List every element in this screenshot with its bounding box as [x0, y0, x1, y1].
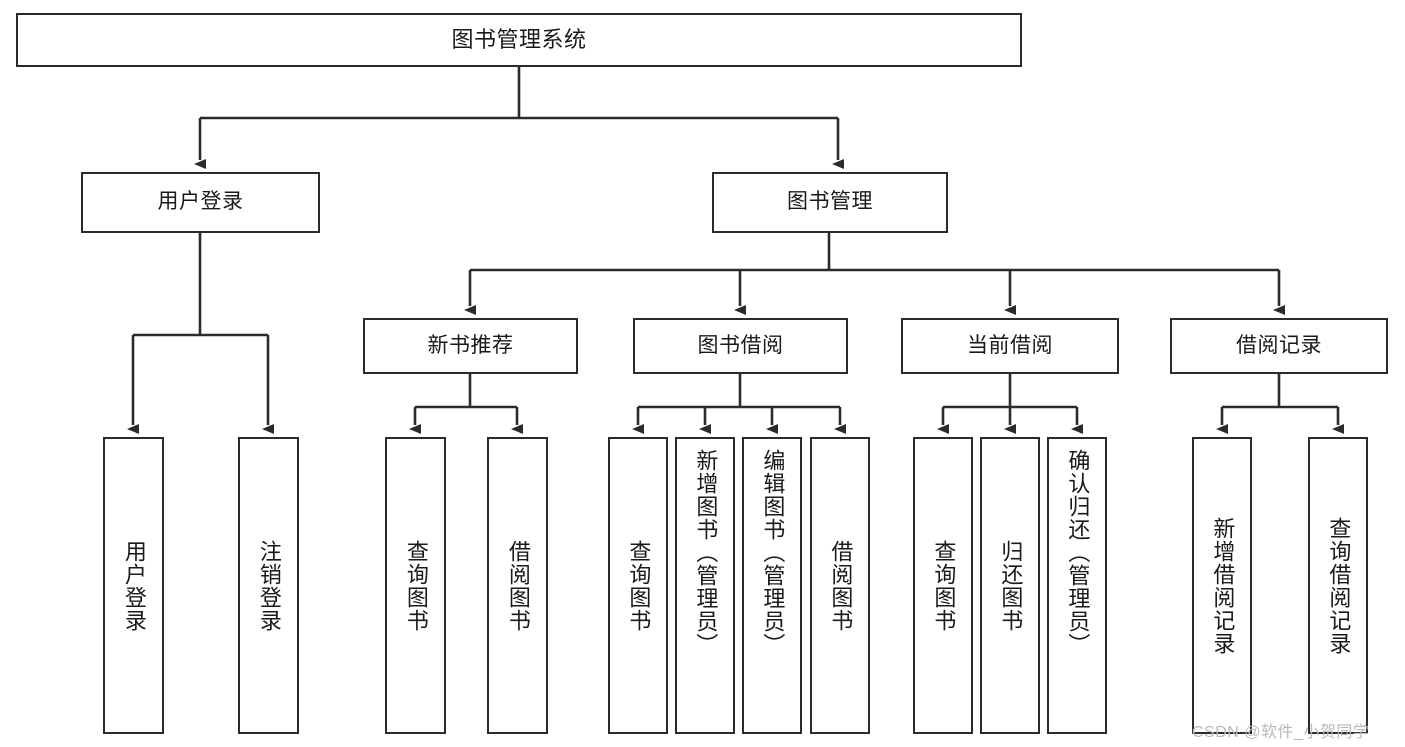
leaf-add-borrow-record[interactable]: 新增借阅记录 — [1192, 437, 1252, 734]
node-book-borrow-label: 图书借阅 — [697, 333, 784, 357]
leaf-logout-label: 注销登录 — [256, 539, 282, 632]
leaf-borrow-book-recommend-label: 借阅图书 — [505, 539, 531, 632]
leaf-query-borrow-record-label: 查询借阅记录 — [1326, 516, 1352, 655]
node-user-login[interactable]: 用户登录 — [81, 172, 320, 233]
leaf-add-borrow-record-label: 新增借阅记录 — [1210, 516, 1236, 655]
node-book-management-label: 图书管理 — [787, 190, 873, 214]
leaf-query-book-recommend[interactable]: 查询图书 — [385, 437, 446, 734]
node-current-borrow[interactable]: 当前借阅 — [901, 318, 1119, 374]
leaf-query-borrow-record[interactable]: 查询借阅记录 — [1308, 437, 1368, 734]
leaf-query-book-borrow[interactable]: 查询图书 — [608, 437, 668, 734]
leaf-user-login-label: 用户登录 — [121, 539, 147, 632]
node-borrow-record-label: 借阅记录 — [1236, 333, 1322, 357]
leaf-query-book-current-label: 查询图书 — [931, 539, 957, 632]
leaf-borrow-book[interactable]: 借阅图书 — [810, 437, 870, 734]
leaf-edit-book-admin[interactable]: 编辑图书（管理员） — [742, 437, 802, 734]
leaf-return-book-label: 归还图书 — [998, 539, 1024, 632]
node-borrow-record[interactable]: 借阅记录 — [1170, 318, 1388, 374]
leaf-borrow-book-label: 借阅图书 — [828, 539, 854, 632]
leaf-logout[interactable]: 注销登录 — [238, 437, 299, 734]
leaf-user-login[interactable]: 用户登录 — [103, 437, 164, 734]
leaf-confirm-return-admin[interactable]: 确认归还（管理员） — [1047, 437, 1107, 734]
leaf-query-book-borrow-label: 查询图书 — [626, 539, 652, 632]
leaf-query-book-current[interactable]: 查询图书 — [913, 437, 973, 734]
node-book-borrow[interactable]: 图书借阅 — [633, 318, 848, 374]
leaf-add-book-admin-label: 新增图书（管理员） — [693, 449, 719, 656]
leaf-add-book-admin[interactable]: 新增图书（管理员） — [675, 437, 735, 734]
node-user-login-label: 用户登录 — [157, 190, 244, 214]
node-root-label: 图书管理系统 — [451, 27, 587, 53]
leaf-confirm-return-admin-label: 确认归还（管理员） — [1065, 449, 1091, 656]
node-book-management[interactable]: 图书管理 — [712, 172, 948, 233]
node-new-book-recommend[interactable]: 新书推荐 — [363, 318, 578, 374]
node-new-book-recommend-label: 新书推荐 — [427, 333, 514, 357]
leaf-query-book-recommend-label: 查询图书 — [403, 539, 429, 632]
node-root[interactable]: 图书管理系统 — [16, 13, 1022, 67]
leaf-borrow-book-recommend[interactable]: 借阅图书 — [487, 437, 548, 734]
node-current-borrow-label: 当前借阅 — [967, 333, 1053, 357]
watermark: CSDN @软件_小贺同学 — [1192, 724, 1370, 741]
leaf-edit-book-admin-label: 编辑图书（管理员） — [760, 449, 786, 656]
leaf-return-book[interactable]: 归还图书 — [980, 437, 1040, 734]
